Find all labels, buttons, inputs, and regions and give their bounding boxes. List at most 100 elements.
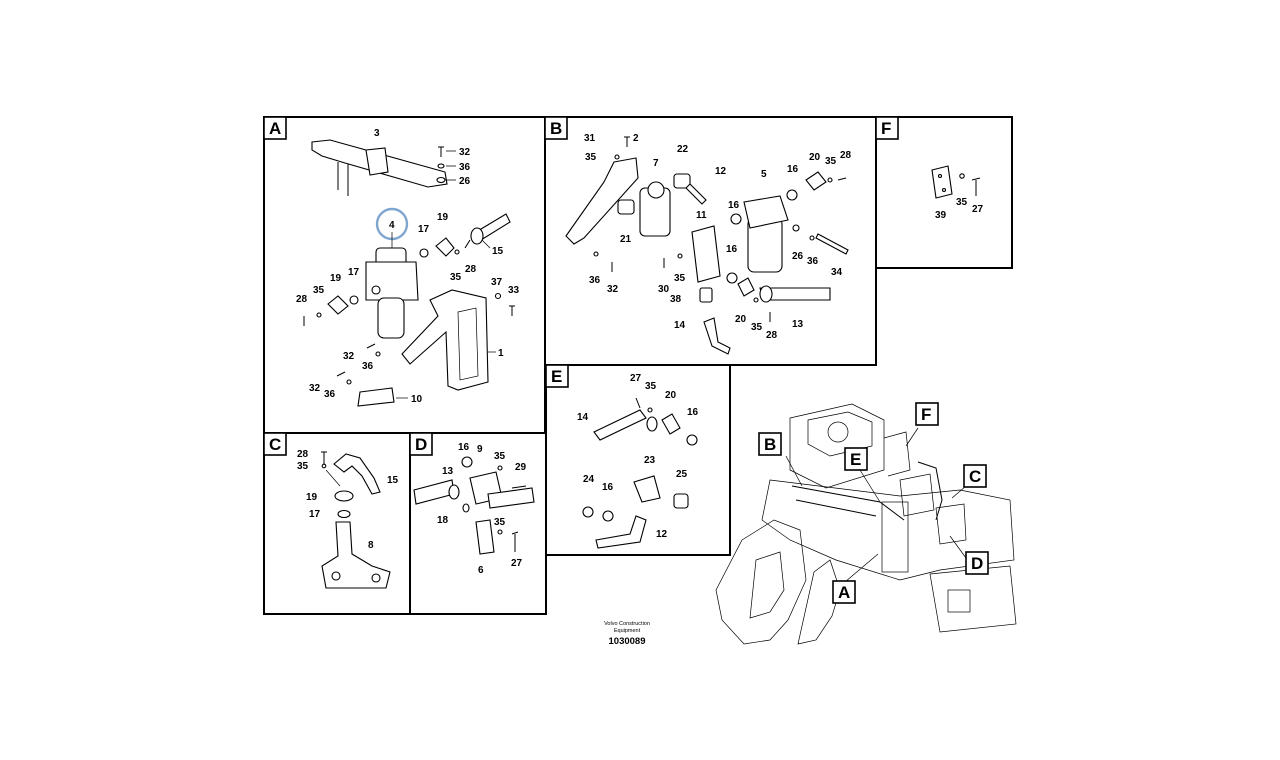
nut-37 [494, 292, 502, 300]
callout-e-25: 25 [676, 469, 688, 480]
callout-e-23: 23 [644, 455, 656, 466]
callout-a-19: 19 [437, 212, 449, 223]
callout-b-36b: 36 [807, 256, 819, 267]
overview-cap [827, 421, 849, 443]
overview-boom-left [715, 519, 807, 645]
footer-company-line1: Volvo Construction [604, 621, 650, 627]
overview-block-f [883, 431, 911, 477]
overview-leader-d [949, 535, 967, 559]
callout-a-33: 33 [508, 285, 520, 296]
oring-16-d [461, 456, 473, 468]
oring-part-17-c [337, 509, 351, 519]
mounting-plate-part-1 [401, 289, 489, 391]
overview-tag-c: C [969, 467, 981, 486]
overview-tag-d: D [971, 554, 983, 573]
footer: Volvo Construction Equipment 1030089 [604, 621, 650, 647]
panel-c: C 28 35 15 19 17 8 [263, 432, 411, 615]
bracket-boss [365, 147, 389, 176]
callout-b-20b: 20 [735, 314, 747, 325]
bracket-part-2 [565, 157, 639, 245]
panel-d-tag: D [415, 435, 427, 454]
flange-19-lower [327, 295, 349, 315]
overview-tag-box-f [915, 402, 939, 426]
callout-e-35: 35 [645, 381, 657, 392]
bolt-29 [511, 485, 527, 489]
oring-17-lower [349, 295, 359, 305]
overview-tag-b: B [764, 435, 776, 454]
overview-tag-a: A [838, 583, 850, 602]
nut-36-b-left [593, 251, 599, 257]
pipe-part-8 [321, 521, 391, 589]
callout-d-6: 6 [478, 565, 484, 576]
bolt-31 [624, 136, 630, 147]
flange-part-20-e [661, 413, 681, 435]
panel-a-tag-box [263, 116, 287, 140]
callout-f-39: 39 [935, 210, 947, 221]
washer-26-b [792, 224, 800, 232]
overview-hood [789, 403, 885, 489]
callout-f-35: 35 [956, 197, 968, 208]
overview-tag-box-a [832, 580, 856, 604]
overview-panel [947, 589, 971, 613]
nut-36-b [809, 235, 815, 241]
callout-e-20: 20 [665, 390, 677, 401]
callout-b-7: 7 [653, 158, 659, 169]
bolt-28-b-top [837, 177, 847, 181]
callout-b-16b: 16 [728, 200, 740, 211]
callout-d-29: 29 [515, 462, 527, 473]
callout-e-12: 12 [656, 529, 668, 540]
flange-19-upper [435, 237, 455, 257]
pipe-8-port-b [371, 573, 381, 583]
hose-13-d-fitting [448, 484, 460, 500]
panel-f: F 39 35 27 [875, 116, 1013, 269]
overview-tag-f: F [921, 405, 931, 424]
nut-36-mid [375, 351, 381, 357]
nut-35-c [321, 463, 327, 469]
callout-b-14: 14 [674, 320, 686, 331]
callout-c-8: 8 [368, 540, 374, 551]
overview-tag-box-e [844, 447, 868, 471]
callout-e-16b: 16 [602, 482, 614, 493]
flange-20-b-top [805, 171, 827, 191]
callout-b-28: 28 [840, 150, 852, 161]
callout-a-35b: 35 [313, 285, 325, 296]
panel-d: D 16 9 35 13 29 18 35 6 27 [409, 432, 547, 615]
bolt-32-mid [366, 343, 376, 349]
callout-b-28b: 28 [766, 330, 778, 341]
plate-part-6 [475, 519, 495, 555]
callout-b-2: 2 [633, 133, 639, 144]
filter-head-part-5 [743, 195, 789, 229]
hose-part-12-e [595, 515, 647, 549]
panel-b-tag-box [544, 116, 568, 140]
overview-leader-f [905, 427, 919, 447]
panel-e-tag-box [545, 364, 569, 388]
oring-16-e-a [686, 434, 698, 446]
overview-cylinder [797, 559, 841, 645]
callout-a-17: 17 [418, 224, 430, 235]
leader-c-dotted [325, 469, 341, 487]
filter-port [371, 285, 381, 295]
callout-b-35d: 35 [751, 322, 763, 333]
bolt-28-c [321, 451, 327, 464]
nut-35-d-top [497, 465, 503, 471]
callout-c-19: 19 [306, 492, 318, 503]
callout-b-35c: 35 [674, 273, 686, 284]
callout-b-22: 22 [677, 144, 689, 155]
panel-b-tag: B [550, 119, 562, 138]
machine-overview: B E F C A D [715, 402, 1017, 645]
valve-block-part-11 [691, 225, 721, 283]
callout-d-9: 9 [477, 444, 483, 455]
panel-e: E 27 35 20 14 16 23 24 16 25 12 [545, 364, 731, 556]
hose-part-14-e [593, 409, 647, 441]
callout-c-35: 35 [297, 461, 309, 472]
callout-a-15: 15 [492, 246, 504, 257]
bolt-27-e [635, 397, 641, 409]
panel-f-tag-box [875, 116, 899, 140]
callout-b-11: 11 [696, 210, 707, 221]
nut-36-low [346, 379, 352, 385]
panel-f-tag: F [881, 119, 891, 138]
plate-39-hole-a [937, 173, 943, 179]
overview-tag-box-c [963, 464, 987, 488]
panel-c-tag: C [269, 435, 281, 454]
